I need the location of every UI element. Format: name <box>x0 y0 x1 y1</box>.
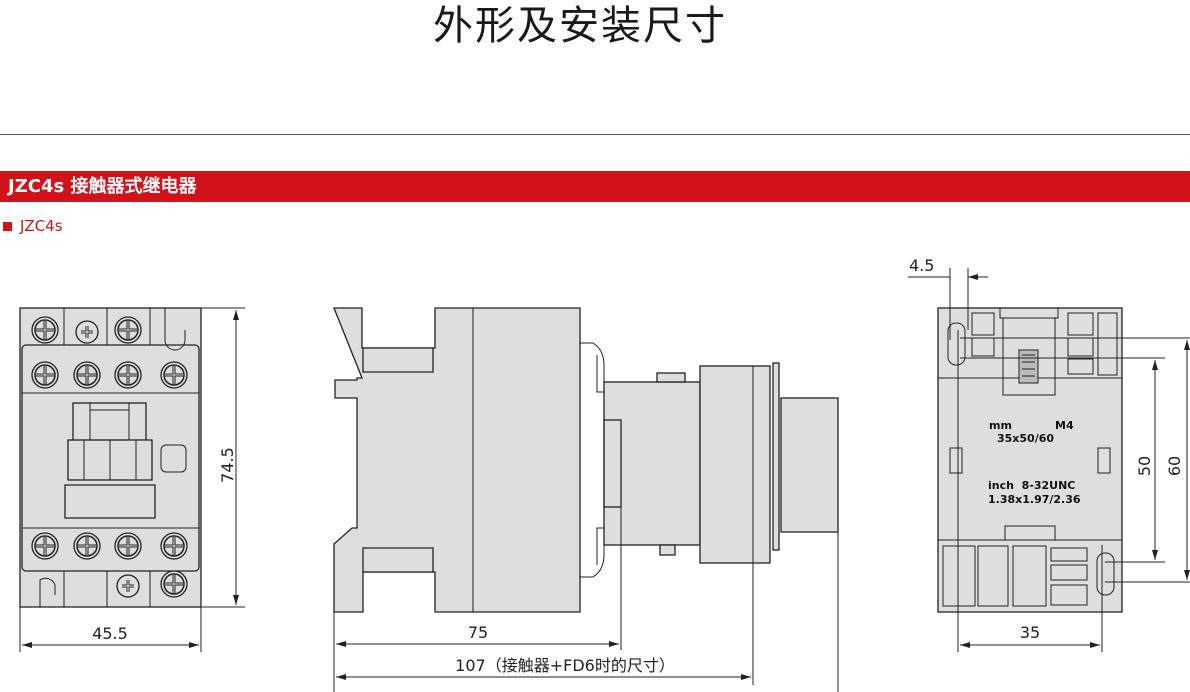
mount-label-mm-values: 35x50/60 <box>997 432 1054 445</box>
mount-height-dim-60: 60 <box>1165 456 1184 476</box>
page-title: 外形及安装尺寸 <box>433 3 727 49</box>
section-header: JZC4s 接触器式继电器 <box>0 171 1190 202</box>
divider <box>0 134 1190 135</box>
front-width-dim: 45.5 <box>92 624 128 643</box>
front-height-dim: 74.5 <box>218 447 237 483</box>
side-view-drawing: 75 107（接触器+FD6时的尺寸） <box>333 307 839 692</box>
mount-label-inch: inch 8-32UNC <box>988 479 1075 492</box>
mount-width-dim: 35 <box>1020 623 1040 642</box>
subheading-label: JZC4s <box>20 217 63 235</box>
bullet-square-icon <box>3 221 12 231</box>
mount-label-mm: mm <box>989 419 1012 432</box>
mount-label-screw: M4 <box>1055 419 1074 432</box>
side-depth-dim: 75 <box>468 623 488 642</box>
mounting-view-drawing: mm M4 35x50/60 inch 8-32UNC 1.38x1.97/2.… <box>908 256 1190 652</box>
front-view-drawing: 74.5 45.5 <box>19 307 245 652</box>
mount-offset-dim: 4.5 <box>909 256 934 275</box>
subheading: JZC4s <box>3 217 63 235</box>
mount-label-inch-values: 1.38x1.97/2.36 <box>988 493 1081 506</box>
mount-height-dim-50: 50 <box>1135 456 1154 476</box>
side-depth-fd6-dim: 107（接触器+FD6时的尺寸） <box>455 656 675 675</box>
